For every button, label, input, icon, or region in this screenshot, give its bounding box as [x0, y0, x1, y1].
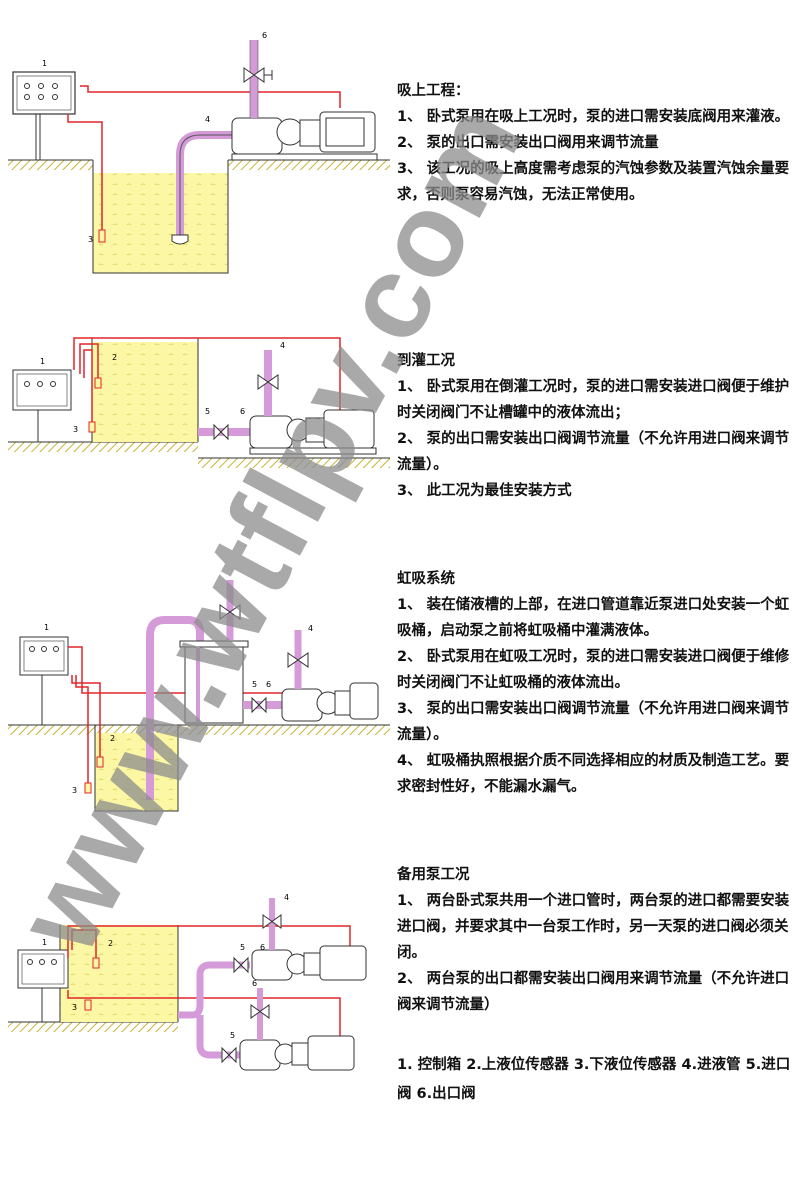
section-item: 3、 泵的出口需安装出口阀调节流量（不允许用进口阀来调节流量）。: [397, 701, 790, 743]
section-siphon: 虹吸系统 1、 装在储液槽的上部，在进口管道靠近泵进口处安装一个虹吸桶，启动泵之…: [397, 566, 797, 800]
section-item: 3、 此工况为最佳安装方式: [397, 483, 572, 499]
svg-text:2: 2: [108, 939, 113, 948]
section-title: 到灌工况: [397, 353, 455, 369]
diagram-siphon: 1 2 3 4 5 6: [0, 575, 390, 815]
section-item: 1、 两台卧式泵共用一个进口管时，两台泵的进口都需要安装进口阀，并要求其中一台泵…: [397, 893, 790, 961]
svg-text:5: 5: [240, 943, 245, 952]
diagram-label-3: 3: [88, 235, 93, 244]
diagram-label-6: 6: [262, 31, 267, 40]
section-item: 1、 装在储液槽的上部，在进口管道靠近泵进口处安装一个虹吸桶，启动泵之前将虹吸桶…: [397, 597, 790, 639]
svg-text:3: 3: [72, 1003, 77, 1012]
svg-text:6: 6: [260, 943, 265, 952]
svg-text:4: 4: [284, 893, 289, 902]
svg-text:1: 1: [42, 938, 47, 947]
svg-text:2: 2: [112, 353, 117, 362]
svg-text:6: 6: [252, 979, 257, 988]
section-suction-lift: 吸上工程： 1、 卧式泵用在吸上工况时，泵的进口需安装底阀用来灌液。 2、 泵的…: [397, 78, 797, 208]
legend: 1. 控制箱 2.上液位传感器 3.下液位传感器 4.进液管 5.进口阀 6.出…: [397, 1057, 791, 1102]
svg-text:4: 4: [280, 341, 285, 350]
svg-text:3: 3: [73, 425, 78, 434]
section-flooded-suction: 到灌工况 1、 卧式泵用在倒灌工况时，泵的进口需安装进口阀便于维护时关闭阀门不让…: [397, 348, 797, 504]
svg-text:6: 6: [240, 407, 245, 416]
svg-text:1: 1: [40, 357, 45, 366]
svg-text:6: 6: [266, 680, 271, 689]
section-title: 吸上工程：: [397, 83, 470, 99]
section-item: 2、 泵的出口需安装出口阀调节流量（不允许用进口阀来调节流量）。: [397, 431, 790, 473]
svg-text:3: 3: [72, 786, 77, 795]
svg-text:1: 1: [44, 623, 49, 632]
diagram-suction-lift: 1 3 4 6: [0, 20, 390, 280]
svg-text:2: 2: [110, 734, 115, 743]
section-item: 2、 卧式泵用在虹吸工况时，泵的进口需安装进口阀便于维修时关闭阀门不让虹吸桶的液…: [397, 649, 790, 691]
section-item: 1、 卧式泵用在倒灌工况时，泵的进口需安装进口阀便于维护时关闭阀门不让槽罐中的液…: [397, 379, 790, 421]
svg-text:4: 4: [308, 624, 313, 633]
section-item: 2、 泵的出口需安装出口阀用来调节流量: [397, 135, 659, 151]
section-item: 2、 两台泵的出口都需安装出口阀用来调节流量（不允许进口阀来调节流量）: [397, 971, 790, 1013]
section-item: 1、 卧式泵用在吸上工况时，泵的进口需安装底阀用来灌液。: [397, 109, 790, 125]
section-title: 备用泵工况: [397, 867, 470, 883]
section-item: 4、 虹吸桶执照根据介质不同选择相应的材质及制造工艺。要求密封性好，不能漏水漏气…: [397, 753, 790, 795]
svg-text:5: 5: [205, 407, 210, 416]
svg-text:5: 5: [230, 1031, 235, 1040]
diagram-label-1: 1: [42, 59, 47, 68]
section-item: 3、 该工况的吸上高度需考虑泵的汽蚀参数及装置汽蚀余量要求，否则泵容易汽蚀，无法…: [397, 161, 790, 203]
svg-text:5: 5: [252, 680, 257, 689]
diagram-standby-pump: 1 2 3 4 5 6 5 6: [0, 890, 390, 1080]
section-standby-pump: 备用泵工况 1、 两台卧式泵共用一个进口管时，两台泵的进口都需要安装进口阀，并要…: [397, 862, 797, 1018]
diagram-flooded-suction: 1 2 3 4 5 6: [0, 330, 390, 480]
diagram-label-4: 4: [205, 115, 210, 124]
control-box: [12, 71, 76, 160]
section-title: 虹吸系统: [397, 571, 455, 587]
